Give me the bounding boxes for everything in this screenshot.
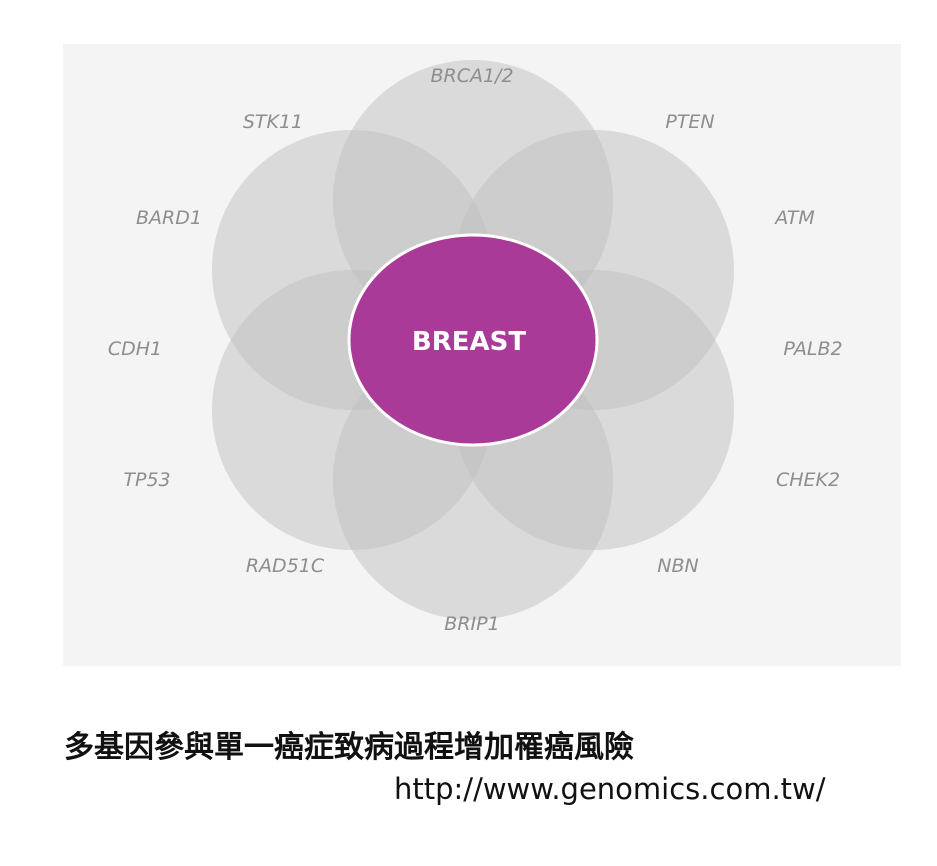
gene-label-cdh1: CDH1 bbox=[108, 338, 162, 360]
gene-label-atm: ATM bbox=[773, 207, 815, 229]
gene-label-pten: PTEN bbox=[665, 111, 714, 133]
gene-label-bard1: BARD1 bbox=[136, 207, 202, 229]
caption-title: 多基因參與單一癌症致病過程增加罹癌風險 bbox=[64, 730, 634, 765]
gene-label-palb2: PALB2 bbox=[783, 338, 842, 360]
gene-label-brca12: BRCA1/2 bbox=[430, 65, 513, 87]
gene-venn-diagram: BREAST BRCA1/2 PTEN ATM PALB2 CHEK2 NBN … bbox=[108, 60, 843, 635]
gene-label-brip1: BRIP1 bbox=[444, 613, 499, 635]
source-url: http://www.genomics.com.tw/ bbox=[394, 772, 826, 806]
gene-label-chek2: CHEK2 bbox=[776, 469, 840, 491]
center-label: BREAST bbox=[412, 327, 526, 357]
gene-venn-diagram-panel: BREAST BRCA1/2 PTEN ATM PALB2 CHEK2 NBN … bbox=[63, 44, 901, 666]
gene-label-nbn: NBN bbox=[657, 555, 698, 577]
gene-label-rad51c: RAD51C bbox=[246, 555, 325, 577]
gene-label-tp53: TP53 bbox=[123, 469, 170, 491]
gene-label-stk11: STK11 bbox=[243, 111, 303, 133]
center-breast-ellipse bbox=[347, 233, 599, 447]
